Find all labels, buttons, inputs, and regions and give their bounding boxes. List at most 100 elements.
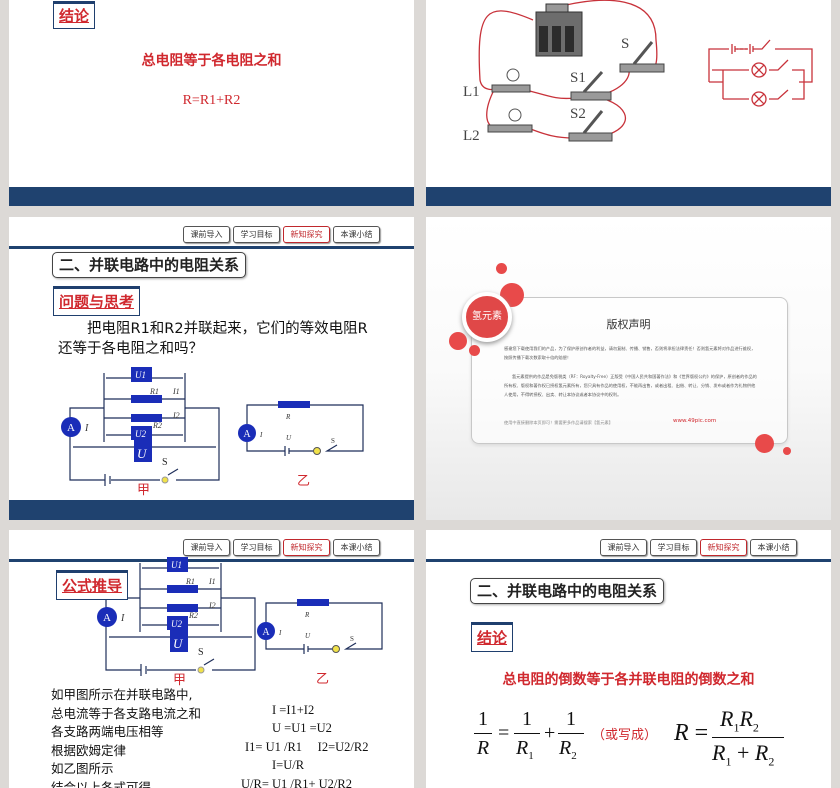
ammeter-icon: [97, 607, 117, 627]
battery-icon: [535, 3, 583, 57]
svg-text:U: U: [173, 636, 184, 651]
svg-text:甲: 甲: [137, 482, 150, 497]
ammeter-icon: [61, 417, 81, 437]
derivation-line: 如甲图所示在并联电路中,: [51, 687, 193, 702]
svg-text:A: A: [262, 627, 270, 638]
nav-buttons: 课前导入 学习目标 新知探究 本课小结: [183, 226, 380, 243]
copyright-para-1: 感谢您下载使用我们的产品，为了保护原创作者的利益，请勿复制、传播、销售，否则将承…: [504, 346, 756, 360]
question-line-2: 还等于各电阻之和吗？: [58, 341, 203, 357]
svg-text:R2: R2: [152, 421, 162, 430]
switch-icon: [197, 666, 205, 674]
svg-text:U: U: [137, 446, 148, 461]
decor-circle: [496, 263, 507, 274]
nav-button-intro[interactable]: 课前导入: [183, 226, 230, 243]
circuit-b-diagram: A R I U S 乙: [257, 599, 383, 686]
decor-circle: [449, 332, 467, 350]
circuit-a: A U1 U2 U R1 R2 I1 I2 I S 甲: [96, 555, 264, 691]
svg-text:R2: R2: [188, 611, 198, 620]
slide-formula-derivation[interactable]: 课前导入 学习目标 新知探究 本课小结 A U1 U2 U R1 R2 I1 I…: [9, 530, 414, 788]
circuit-a-diagram: A U1 U2 U R1 R2 I1 I2 I S 甲: [97, 557, 256, 687]
copyright-title: 版权声明: [606, 318, 651, 331]
site-link[interactable]: www.49pic.com: [673, 418, 717, 424]
copyright-footer-note: 使用中直接删除本页即可！需要更多作品请搜索【氢元素】: [504, 420, 613, 425]
slide-copyright[interactable]: 氢元素 版权声明 感谢您下载使用我们的产品，为了保护原创作者的利益，请勿复制、传…: [426, 217, 831, 520]
slide-circuit-physical[interactable]: L1 L2 S S1 S2: [426, 0, 831, 206]
svg-text:U1: U1: [171, 560, 182, 570]
question-line-1: 把电阻R1和R2并联起来，它们的等效电阻R: [87, 321, 368, 337]
brand-logo: 氢元素: [462, 292, 512, 342]
slide-footer-bar: [9, 500, 414, 520]
derivation-badge: 公式推导: [56, 570, 129, 600]
svg-text:R: R: [285, 413, 291, 421]
svg-text:A: A: [67, 422, 75, 434]
ammeter-icon: [257, 622, 275, 640]
nav-buttons: 课前导入 学习目标 新知探究 本课小结: [600, 539, 797, 556]
circuit-a: A U1 U2 U R1 R2 I1 I2 I S 甲: [60, 365, 228, 501]
nav-button-goals[interactable]: 学习目标: [233, 226, 280, 243]
svg-text:I1: I1: [172, 387, 180, 396]
svg-text:乙: 乙: [316, 671, 329, 686]
slide-footer-bar: [426, 187, 831, 206]
circuit-b: A R I U S 乙: [256, 593, 388, 697]
label-l2: L2: [463, 128, 480, 144]
nav-button-explore[interactable]: 新知探究: [283, 539, 330, 556]
switch-icon: [332, 645, 340, 653]
svg-text:I1: I1: [208, 577, 216, 586]
series-formula: R=R1+R2: [182, 93, 241, 108]
nav-button-goals[interactable]: 学习目标: [233, 539, 280, 556]
ammeter-icon: [238, 424, 256, 442]
label-s1: S1: [570, 70, 586, 86]
header-divider: [9, 559, 414, 562]
svg-text:S: S: [331, 437, 335, 445]
svg-text:A: A: [103, 612, 111, 624]
conclusion-badge: 结论: [471, 622, 514, 652]
bulb-icon-l1: [491, 68, 531, 93]
svg-text:乙: 乙: [297, 473, 310, 488]
svg-text:U1: U1: [135, 370, 146, 380]
slide-conclusion-series[interactable]: 结论 总电阻等于各电阻之和 R=R1+R2: [9, 0, 414, 206]
svg-text:A: A: [243, 429, 251, 440]
svg-text:R: R: [304, 611, 310, 619]
circuit-b-diagram: A R I U S 乙: [238, 401, 364, 488]
svg-text:甲: 甲: [173, 672, 186, 687]
svg-text:I2: I2: [172, 411, 180, 420]
conclusion-badge: 结论: [53, 1, 96, 29]
circuit-b: A R I U S 乙: [237, 395, 369, 499]
nav-button-summary[interactable]: 本课小结: [333, 226, 380, 243]
switch-icon: [313, 447, 321, 455]
slide-question-parallel[interactable]: 课前导入 学习目标 新知探究 本课小结 二、并联电路中的电阻关系 问题与思考 把…: [9, 217, 414, 520]
decor-circle: [755, 434, 774, 453]
svg-text:I2: I2: [208, 601, 216, 610]
nav-button-goals[interactable]: 学习目标: [650, 539, 697, 556]
svg-text:I: I: [120, 613, 125, 624]
svg-text:U: U: [286, 434, 292, 442]
nav-button-summary[interactable]: 本课小结: [750, 539, 797, 556]
slide-conclusion-parallel[interactable]: 课前导入 学习目标 新知探究 本课小结 二、并联电路中的电阻关系 结论 总电阻的…: [426, 530, 831, 788]
or-written-label: （或写成）: [592, 728, 658, 743]
series-statement: 总电阻等于各电阻之和: [141, 53, 282, 69]
svg-text:I: I: [259, 431, 263, 439]
svg-text:S: S: [162, 457, 168, 468]
copyright-card: [471, 297, 788, 444]
switch-icon-s2: [568, 110, 613, 142]
nav-button-intro[interactable]: 课前导入: [600, 539, 647, 556]
label-s: S: [621, 36, 629, 52]
nav-button-intro[interactable]: 课前导入: [183, 539, 230, 556]
nav-button-explore[interactable]: 新知探究: [283, 226, 330, 243]
question-badge: 问题与思考: [53, 286, 141, 316]
parallel-formula: 1 R = 1 R1 + 1 R2 （或写成） R = R1R2 R1 + R2: [470, 704, 830, 774]
svg-text:S: S: [198, 647, 204, 658]
section-title: 二、并联电路中的电阻关系: [52, 252, 247, 278]
nav-button-summary[interactable]: 本课小结: [333, 539, 380, 556]
label-s2: S2: [570, 106, 586, 122]
nav-buttons: 课前导入 学习目标 新知探究 本课小结: [183, 539, 380, 556]
svg-text:U: U: [305, 632, 311, 640]
nav-button-explore[interactable]: 新知探究: [700, 539, 747, 556]
decor-circle: [469, 345, 480, 356]
svg-text:S: S: [350, 635, 354, 643]
